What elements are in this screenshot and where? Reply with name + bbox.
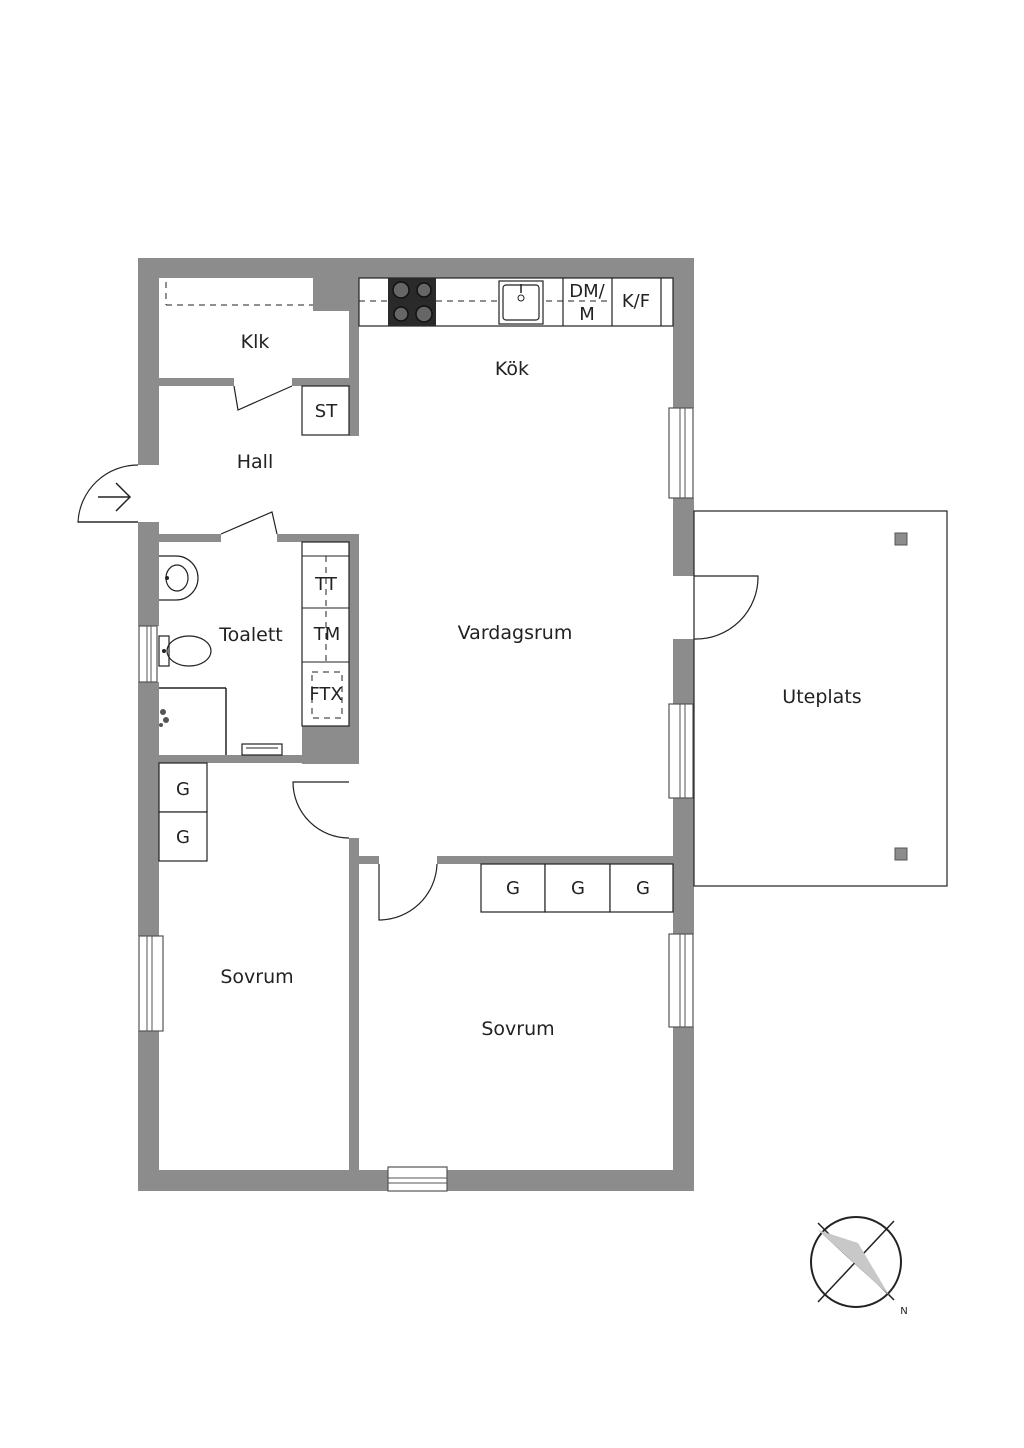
- window-sovrum-left: [138, 935, 164, 1032]
- window-toalett: [138, 625, 158, 683]
- st-cabinet: ST: [301, 385, 350, 436]
- room-label-klk: Klk: [241, 331, 270, 353]
- entrance-door: [77, 464, 139, 523]
- room-labels: Klk Kök Hall Toalett Vardagsrum Uteplats…: [218, 331, 861, 1040]
- room-label-sovrum-left: Sovrum: [220, 966, 293, 988]
- stove-icon: [388, 278, 436, 326]
- floor-drain-icon: [241, 743, 283, 756]
- room-label-toalett: Toalett: [218, 624, 283, 646]
- room-label-hall: Hall: [237, 451, 274, 473]
- sink-icon: [498, 280, 544, 325]
- window-kok: [668, 407, 694, 499]
- bathroom-fixtures: TT TM FTX: [158, 541, 350, 756]
- patio: [693, 510, 948, 887]
- dm-label-1: DM/: [569, 281, 605, 302]
- toilet-icon: [158, 635, 212, 667]
- window-sovrum-right-side: [668, 933, 694, 1028]
- st-label: ST: [315, 401, 338, 422]
- closet-shelf: [165, 282, 313, 306]
- wardrobe-right-3: G: [636, 878, 650, 899]
- wardrobe-left-1: G: [176, 779, 190, 800]
- entrance-arrow-icon: [98, 482, 132, 512]
- compass-north-label: N: [900, 1306, 907, 1317]
- window-sovrum-right-bottom: [387, 1166, 448, 1192]
- dm-label-2: M: [579, 304, 595, 325]
- tm-label: TM: [313, 624, 341, 645]
- washbasin-icon: [159, 555, 199, 601]
- wardrobes-left: G G: [158, 762, 208, 862]
- kitchen-counter: DM/ M K/F: [358, 277, 674, 327]
- wardrobe-right-1: G: [506, 878, 520, 899]
- room-label-vardagsrum: Vardagsrum: [458, 622, 573, 644]
- windows: [138, 407, 694, 1192]
- outer-walls: [138, 258, 694, 1191]
- compass-icon: N: [810, 1216, 908, 1317]
- room-label-kok: Kök: [495, 358, 529, 380]
- doors: [77, 385, 759, 921]
- shower-icon: [159, 687, 227, 755]
- room-label-sovrum-right: Sovrum: [481, 1018, 554, 1040]
- wardrobe-left-2: G: [176, 827, 190, 848]
- tt-label: TT: [314, 574, 338, 595]
- room-label-uteplats: Uteplats: [782, 686, 861, 708]
- ftx-label: FTX: [309, 684, 342, 705]
- wardrobe-right-2: G: [571, 878, 585, 899]
- wardrobes-right: G G G: [480, 863, 674, 913]
- kf-label: K/F: [622, 291, 650, 312]
- interior-walls: [159, 278, 673, 1170]
- window-vardagsrum: [668, 703, 694, 799]
